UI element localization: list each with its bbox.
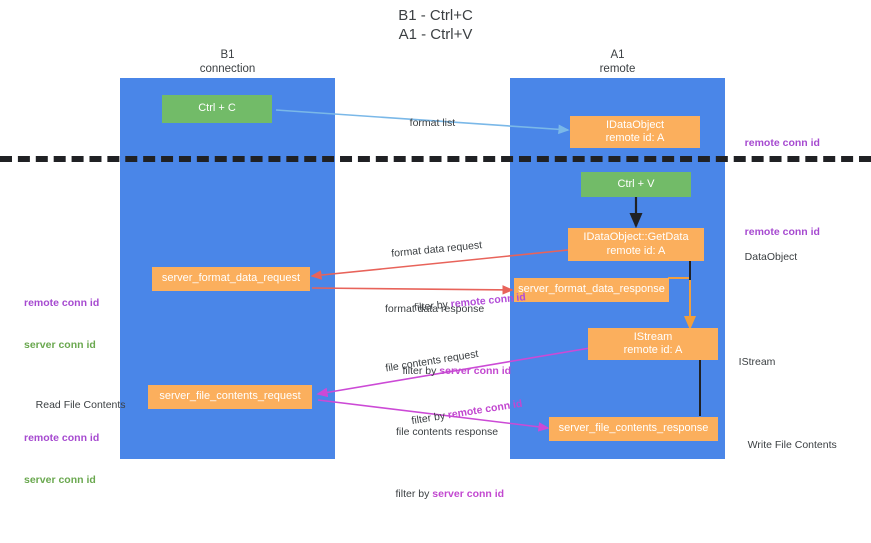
filter-prefix-4: filter by xyxy=(395,488,433,500)
box-server-file-contents-request[interactable]: server_file_contents_request xyxy=(148,385,312,409)
box-server-format-data-request-label: server_format_data_request xyxy=(161,272,301,285)
box-server-format-data-response-label: server_format_data_response xyxy=(518,283,665,296)
edge-label-format-list-text: format list xyxy=(409,117,456,129)
box-server-file-contents-response[interactable]: server_file_contents_response xyxy=(549,417,718,441)
annotation-remote-conn-id-top-text: remote conn id xyxy=(744,137,820,149)
edge-label-file-contents-response-filter: filter by server conn id xyxy=(378,473,505,515)
annotation-remote-conn-id-top: remote conn id xyxy=(733,122,820,164)
box-idataobject-line1: IDataObject xyxy=(605,118,665,131)
box-getdata-line2: remote id: A xyxy=(606,244,666,257)
filter-key-server-conn-id: server conn id xyxy=(439,365,512,377)
box-ctrl-c[interactable]: Ctrl + C xyxy=(162,95,272,123)
box-istream-line1: IStream xyxy=(633,330,673,343)
annotation-left-server-conn-id: server conn id xyxy=(24,339,96,351)
annotation-write-file-contents-text: Write File Contents xyxy=(747,439,837,451)
box-server-file-contents-response-label: server_file_contents_response xyxy=(558,422,709,435)
annotation-left-remote-conn-id: remote conn id xyxy=(24,297,100,309)
edge-label-format-data-response-filter: filter by server conn id xyxy=(385,350,512,392)
annotation-write-file-contents: Write File Contents xyxy=(736,424,837,466)
annotation-left-remote-conn-id-2: remote conn id xyxy=(24,432,100,444)
column-header-a1: A1 remote xyxy=(599,49,636,75)
edge-label-format-data-request-text: format data request xyxy=(390,239,483,260)
box-idataobject[interactable]: IDataObject remote id: A xyxy=(570,116,700,148)
box-istream[interactable]: IStream remote id: A xyxy=(588,328,718,360)
page-title: B1 - Ctrl+C A1 - Ctrl+V xyxy=(398,7,473,43)
annotation-remote-conn-id-mid: remote conn id xyxy=(733,211,820,253)
edge-label-format-data-response: format data response filter by server co… xyxy=(385,274,511,420)
box-istream-line2: remote id: A xyxy=(623,344,683,356)
annotation-left-conn-ids-2: remote conn id server conn id xyxy=(24,403,99,515)
box-ctrl-c-label: Ctrl + C xyxy=(198,102,236,115)
annotation-dataobject-text: DataObject xyxy=(744,251,798,263)
box-server-format-data-request[interactable]: server_format_data_request xyxy=(152,267,310,291)
filter-prefix-2: filter by xyxy=(402,365,440,377)
box-ctrl-v[interactable]: Ctrl + V xyxy=(581,172,691,197)
filter-key-server-conn-id-2: server conn id xyxy=(432,488,505,500)
diagram-canvas: B1 - Ctrl+C A1 - Ctrl+V B1 connection A1… xyxy=(0,7,871,500)
box-getdata-line1: IDataObject::GetData xyxy=(583,231,689,243)
edge-label-file-contents-response: file contents response filter by server … xyxy=(378,397,505,543)
annotation-istream-text: IStream xyxy=(738,356,776,368)
annotation-left-conn-ids: remote conn id server conn id xyxy=(24,268,99,380)
annotation-left-server-conn-id-2: server conn id xyxy=(24,474,96,486)
edge-label-format-list: format list xyxy=(398,102,456,144)
box-server-file-contents-request-label: server_file_contents_request xyxy=(159,390,301,403)
annotation-remote-conn-id-mid-text: remote conn id xyxy=(744,226,820,238)
annotation-dataobject: DataObject xyxy=(733,236,798,278)
box-getdata[interactable]: IDataObject::GetData remote id: A xyxy=(568,228,704,261)
edge-label-file-contents-request-text: file contents request xyxy=(384,347,480,375)
box-ctrl-v-label: Ctrl + V xyxy=(617,177,655,190)
box-server-format-data-response[interactable]: server_format_data_response xyxy=(514,278,669,302)
annotation-read-file-contents-text: Read File Contents xyxy=(35,399,126,411)
edge-label-file-contents-response-text: file contents response xyxy=(396,426,499,438)
edge-label-format-data-response-text: format data response xyxy=(385,303,485,315)
column-header-b1: B1 connection xyxy=(199,49,256,75)
box-idataobject-line2: remote id: A xyxy=(605,132,665,144)
annotation-istream: IStream xyxy=(727,341,776,383)
phase-divider xyxy=(0,156,871,162)
annotation-read-file-contents: Read File Contents xyxy=(24,384,126,426)
